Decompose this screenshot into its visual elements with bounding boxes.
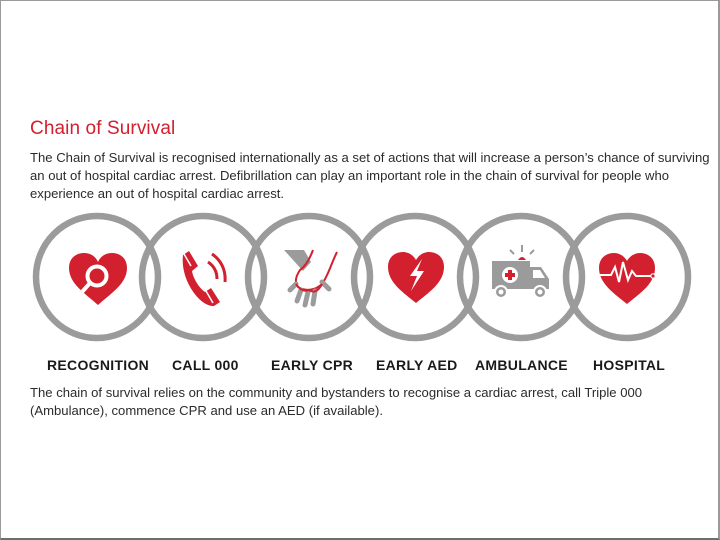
label-ambulance: AMBULANCE xyxy=(475,357,568,373)
label-call-000: CALL 000 xyxy=(172,357,239,373)
page-title: Chain of Survival xyxy=(30,118,176,139)
label-hospital: HOSPITAL xyxy=(593,357,666,373)
cpr-hands-icon xyxy=(284,249,338,308)
intro-paragraph: The Chain of Survival is recognised inte… xyxy=(30,150,710,201)
chain-labels: RECOGNITION CALL 000 EARLY CPR EARLY AED… xyxy=(0,357,720,379)
footer-paragraph: The chain of survival relies on the comm… xyxy=(30,385,643,418)
heart-pulse-icon xyxy=(597,253,656,304)
label-early-aed: EARLY AED xyxy=(376,357,458,373)
label-early-cpr: EARLY CPR xyxy=(271,357,354,373)
phone-icon xyxy=(182,251,227,307)
heart-lightning-icon xyxy=(388,252,444,303)
chain-rings xyxy=(32,212,692,342)
ambulance-icon xyxy=(492,245,549,299)
label-recognition: RECOGNITION xyxy=(47,357,150,373)
chain-of-survival-graphic xyxy=(0,205,720,350)
heart-magnifier-icon xyxy=(69,253,127,305)
